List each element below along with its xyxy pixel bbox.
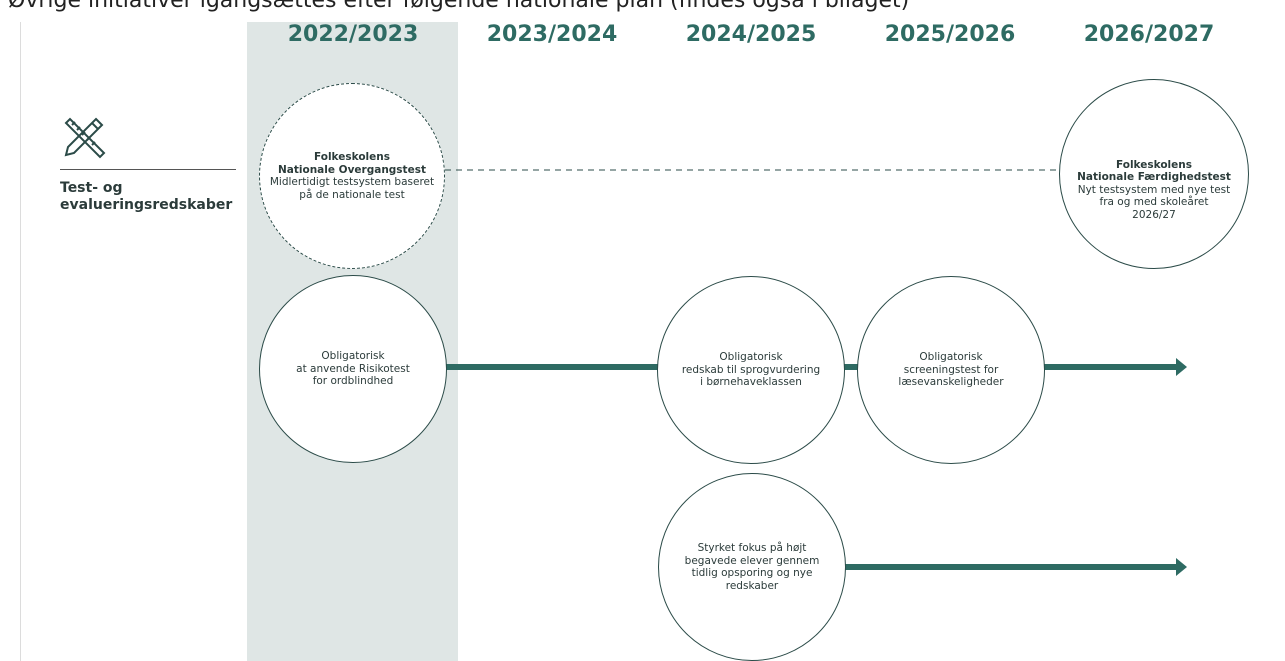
screeningstest-line1: Obligatorisk <box>919 351 983 364</box>
year-2022-2023: 2022/2023 <box>287 22 419 47</box>
overgangstest-title1: Folkeskolens <box>313 151 390 163</box>
screeningstest-line2: screeningstest for <box>903 363 999 376</box>
year-2023-2024: 2023/2024 <box>486 22 618 47</box>
hoejtbegavede-line2: begavede elever gennem <box>684 554 820 567</box>
risikotest-connector <box>446 364 659 370</box>
sprogvurdering-circle: Obligatorisk redskab til sprogvurdering … <box>657 276 845 464</box>
faerdighedstest-title1: Folkeskolens <box>1115 158 1192 171</box>
hoejtbegavede-circle: Styrket fokus på højt begavede elever ge… <box>658 473 846 661</box>
overgangstest-text2: på de nationale test <box>299 188 405 201</box>
risikotest-line1: Obligatorisk <box>321 350 385 363</box>
faerdighedstest-title2: Nationale Færdighedstest <box>1077 171 1231 184</box>
overgangstest-circle: Folkeskolens Nationale Overgangstest Mid… <box>259 83 445 269</box>
hoejtbegavede-arrow-head <box>1176 558 1187 576</box>
risikotest-line2: at anvende Risikotest <box>296 362 410 375</box>
screeningstest-line3: læsevanskeligheder <box>898 376 1004 389</box>
hoejtbegavede-line3: tidlig opsporing og nye <box>691 567 813 579</box>
hoejtbegavede-arrow-shaft <box>845 564 1177 570</box>
faerdighedstest-text3: 2026/27 <box>1132 208 1176 221</box>
screening-arrow-head <box>1176 358 1187 376</box>
faerdighedstest-text1: Nyt testsystem med nye test <box>1077 183 1231 196</box>
hoejtbegavede-line4: redskaber <box>725 579 779 592</box>
risikotest-circle: Obligatorisk at anvende Risikotest for o… <box>259 275 447 463</box>
overgangstest-text1: Midlertidigt testsystem baseret <box>269 176 435 188</box>
screening-arrow-shaft <box>1043 364 1177 370</box>
pencil-ruler-icon <box>64 117 106 159</box>
year-2025-2026: 2025/2026 <box>884 22 1016 47</box>
category-label: Test- og evalueringsredskaber <box>60 180 240 214</box>
year-2026-2027: 2026/2027 <box>1083 22 1215 47</box>
page-caption: Øvrige initiativer igangsættes efter føl… <box>8 0 910 13</box>
sprogvurdering-line3: i børnehaveklassen <box>700 376 802 389</box>
faerdighedstest-circle: Folkeskolens Nationale Færdighedstest Ny… <box>1059 79 1249 269</box>
category-label-line2: evalueringsredskaber <box>60 197 233 213</box>
sprog-screening-connector <box>844 364 858 370</box>
risikotest-line3: for ordblindhed <box>312 375 394 388</box>
year-2024-2025: 2024/2025 <box>685 22 817 47</box>
sprogvurdering-line1: Obligatorisk <box>719 351 783 364</box>
sprogvurdering-line2: redskab til sprogvurdering <box>681 363 821 376</box>
category-label-line1: Test- og <box>60 180 123 196</box>
left-border-line <box>20 22 21 661</box>
screeningstest-circle: Obligatorisk screeningstest for læsevans… <box>857 276 1045 464</box>
overgangstest-title2: Nationale Overgangstest <box>278 163 426 176</box>
hoejtbegavede-line1: Styrket fokus på højt <box>697 542 807 554</box>
category-divider <box>60 169 236 170</box>
faerdighedstest-text2: fra og med skoleåret <box>1099 196 1209 209</box>
